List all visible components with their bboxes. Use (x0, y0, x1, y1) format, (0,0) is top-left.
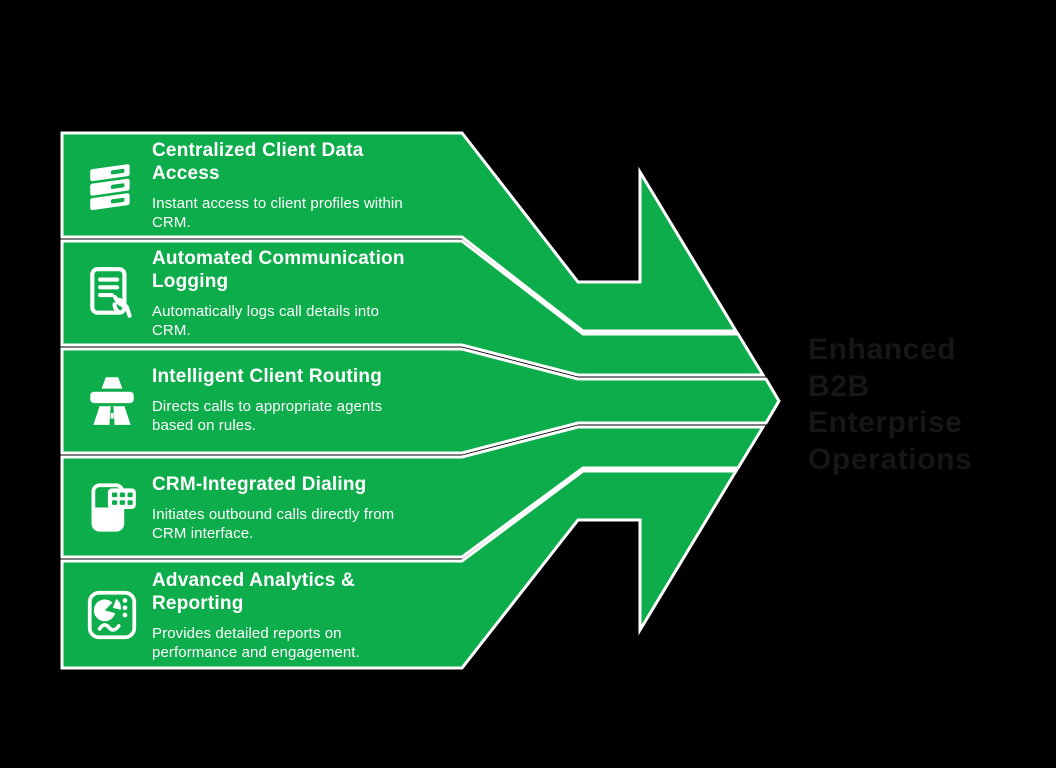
band-intelligent-client-routing: Intelligent Client Routing Directs calls… (62, 348, 462, 452)
band-advanced-analytics-reporting: Advanced Analytics & Reporting Provides … (62, 563, 462, 667)
band-title: CRM-Integrated Dialing (152, 474, 367, 495)
band-crm-integrated-dialing: CRM-Integrated Dialing Initiates outboun… (62, 456, 462, 560)
band-description: Automatically logs call details into CRM… (152, 302, 380, 339)
band-shape-4 (60, 425, 766, 559)
band-description: Directs calls to appropriate agents base… (152, 398, 383, 434)
band-description: Instant access to client profiles within… (152, 194, 403, 231)
books-stack-icon (83, 156, 141, 214)
band-shape-2 (60, 239, 766, 377)
band-title: Centralized Client Data Access (152, 139, 364, 184)
band-description: Initiates outbound calls directly from C… (152, 506, 395, 542)
band-automated-communication-logging: Automated Communication Logging Automati… (62, 241, 462, 345)
band-shape-5 (60, 469, 739, 670)
band-shape-1 (60, 131, 739, 333)
band-description: Provides detailed reports on performance… (152, 624, 360, 661)
phone-keypad-icon (83, 479, 141, 537)
band-centralized-client-data-access: Centralized Client Data Access Instant a… (62, 133, 462, 237)
band-title: Intelligent Client Routing (152, 366, 383, 387)
outcome-label: Enhanced B2B Enterprise Operations (808, 333, 973, 476)
band-title: Advanced Analytics & Reporting (152, 569, 355, 614)
analytics-chart-icon (83, 586, 141, 644)
document-logging-icon (83, 264, 141, 322)
band-title: Automated Communication Logging (152, 247, 405, 292)
road-routing-icon (83, 371, 141, 429)
band-shape-3 (60, 347, 781, 455)
